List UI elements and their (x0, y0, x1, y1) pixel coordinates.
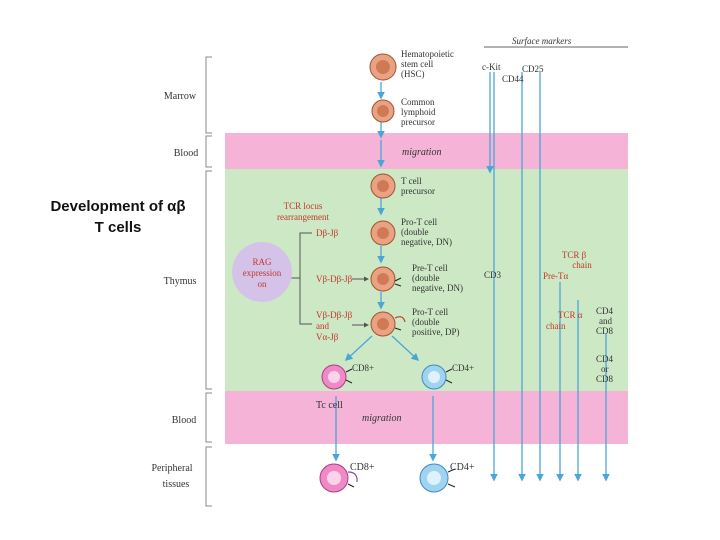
label-cd4-peripheral: CD4+ (450, 462, 475, 473)
slide-title: Development of αβ T cells (18, 196, 218, 238)
label-cd8-thymus: CD8+ (352, 363, 374, 373)
tcr-title-2: rearrangement (277, 212, 329, 222)
marker-cd4-or-cd8-2: or (601, 364, 609, 374)
marker-cd3: CD3 (484, 270, 502, 280)
marker-tcr-a-1: TCR α (558, 310, 583, 320)
rag-line-2: expression (243, 268, 282, 278)
tcr-rearrangement: TCR locus rearrangement Dβ-Jβ Vβ-Dβ-Jβ V… (277, 201, 369, 342)
blood-band-1 (225, 133, 628, 169)
marker-cd25: CD25 (522, 64, 544, 74)
label-pre-t-dn-3: negative, DN) (412, 283, 463, 293)
tcr-title-1: TCR locus (284, 201, 323, 211)
marker-pre-ta: Pre-Tα (543, 271, 568, 281)
slide-title-line2: T cells (94, 219, 142, 236)
region-label-blood-2: Blood (172, 415, 196, 426)
label-pre-t-dn-2: (double (412, 273, 440, 283)
cell-cd8-thymus (321, 364, 353, 390)
marker-cd4-cd8-2: and (599, 316, 612, 326)
migration-label-1: migration (402, 147, 441, 158)
label-tcp-2: precursor (401, 186, 435, 196)
cell-pre-t-dn (370, 266, 402, 292)
region-label-peripheral: Peripheral (151, 463, 192, 474)
tcr-step-3b: and (316, 321, 329, 331)
marker-cd4-cd8-3: CD8 (596, 326, 614, 336)
label-pro-t-dn-1: Pro-T cell (401, 217, 438, 227)
region-label-blood-1: Blood (174, 148, 198, 159)
region-label-marrow: Marrow (164, 91, 197, 102)
rag-line-3: on (258, 279, 268, 289)
label-clp-2: lymphoid (401, 107, 436, 117)
migration-label-2: migration (362, 413, 401, 424)
surface-markers-header: Surface markers (512, 36, 572, 46)
label-hsc-1: Hematopoietic (401, 49, 454, 59)
tcr-step-3a: Vβ-Dβ-Jβ (316, 310, 353, 320)
marker-ckit: c-Kit (482, 62, 501, 72)
marker-tcr-a-2: chain (546, 321, 566, 331)
marker-labels: c-Kit CD25 CD44 CD3 TCR β chain Pre-Tα T… (482, 62, 614, 384)
cell-cd4-thymus (421, 364, 453, 390)
region-label-thymus: Thymus (164, 276, 197, 287)
label-pre-t-dn-1: Pre-T cell (412, 263, 448, 273)
label-clp-3: precursor (401, 117, 435, 127)
cell-hsc (369, 53, 397, 81)
label-tcp-1: T cell (401, 176, 422, 186)
cell-clp (371, 99, 395, 123)
blood-band-2 (225, 391, 628, 444)
slide-title-line1: Development of αβ (50, 198, 186, 215)
marker-tcr-b-1: TCR β (562, 250, 587, 260)
label-pro-t-dn-2: (double (401, 227, 429, 237)
marker-cd4-or-cd8-1: CD4 (596, 354, 614, 364)
label-cd8-peripheral: CD8+ (350, 462, 375, 473)
label-pro-t-dp-2: (double (412, 317, 440, 327)
marker-cd4-or-cd8-3: CD8 (596, 374, 614, 384)
cell-cd4-peripheral (419, 463, 456, 493)
label-hsc-3: (HSC) (401, 69, 425, 79)
region-brackets (205, 56, 212, 507)
label-clp-1: Common (401, 97, 435, 107)
tcr-step-1: Dβ-Jβ (316, 228, 339, 238)
marker-tcr-b-2: chain (572, 260, 592, 270)
cell-pro-t-dn (370, 220, 396, 246)
marker-cd4-cd8-1: CD4 (596, 306, 614, 316)
region-label-tissues: tissues (163, 479, 190, 490)
marker-arrows (486, 72, 610, 482)
label-hsc-2: stem cell (401, 59, 434, 69)
label-tc-cell: Tc cell (316, 400, 343, 411)
tcr-step-3c: Vα-Jβ (316, 332, 339, 342)
rag-line-1: RAG (252, 257, 272, 267)
label-pro-t-dp-3: positive, DP) (412, 327, 460, 337)
cell-t-precursor (370, 173, 396, 199)
marker-cd44: CD44 (502, 74, 524, 84)
cell-labels: Hematopoietic stem cell (HSC) Common lym… (316, 49, 475, 473)
tcr-step-2: Vβ-Dβ-Jβ (316, 274, 353, 284)
thymus-band (225, 169, 628, 391)
label-pro-t-dp-1: Pro-T cell (412, 307, 449, 317)
rag-expression-bubble: RAG expression on (232, 242, 292, 302)
cell-pro-t-dp (370, 311, 406, 337)
label-cd4-thymus: CD4+ (452, 363, 474, 373)
label-pro-t-dn-3: negative, DN) (401, 237, 452, 247)
cell-cd8-peripheral (319, 463, 358, 493)
lineage-arrows (332, 82, 437, 462)
